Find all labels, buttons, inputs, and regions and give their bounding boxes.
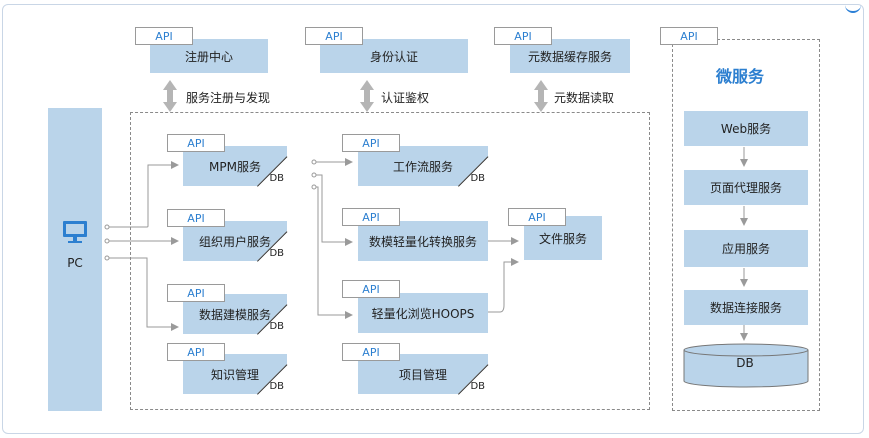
lightweight-api-tag: API [342, 208, 400, 226]
lightweight-box: 数模轻量化转换服务 [358, 221, 488, 261]
wire-hoops-file [488, 258, 519, 313]
double-arrow-identity [360, 80, 374, 112]
microservice-api-tag: API [660, 27, 718, 45]
metadata-cache-api-tag: API [494, 27, 552, 45]
knowledge-db-label: DB [269, 381, 284, 392]
services-container [130, 112, 650, 410]
web-service-label: Web服务 [720, 122, 772, 136]
db-corner [257, 156, 287, 186]
page-proxy-box: 页面代理服务 [684, 170, 808, 205]
mpm-label: MPM服务 [209, 159, 261, 174]
db-corner [257, 231, 287, 261]
diagram-frame [2, 4, 864, 434]
data-connection-label: 数据连接服务 [709, 301, 782, 315]
project-api-tag: API [342, 343, 400, 361]
project-box: 项目管理 DB [358, 354, 488, 394]
registry-label: 注册中心 [184, 49, 233, 64]
pc-column: PC [48, 108, 102, 411]
knowledge-label: 知识管理 [210, 367, 259, 382]
data-model-api-tag: API [167, 284, 225, 302]
database-cylinder-icon [683, 343, 809, 388]
file-label: 文件服务 [538, 231, 587, 246]
workflow-box: 工作流服务 DB [358, 146, 488, 186]
db-corner [257, 304, 287, 334]
file-api-tag: API [508, 208, 566, 226]
data-model-db-label: DB [269, 321, 284, 332]
hoops-box: 轻量化浏览HOOPS [358, 293, 488, 333]
project-db-label: DB [470, 381, 485, 392]
identity-connection-label: 认证鉴权 [381, 91, 430, 105]
web-service-box: Web服务 [684, 111, 808, 146]
metadata-cache-label: 元数据缓存服务 [527, 49, 612, 64]
mpm-db-label: DB [269, 173, 284, 184]
identity-box: 身份认证 [320, 39, 468, 73]
org-user-api-tag: API [167, 209, 225, 227]
db-corner [257, 364, 287, 394]
org-user-box: 组织用户服务 DB [183, 221, 287, 261]
data-connection-box: 数据连接服务 [684, 290, 808, 325]
project-label: 项目管理 [398, 367, 447, 382]
mpm-box: MPM服务 DB [183, 146, 287, 186]
hoops-api-tag: API [342, 280, 400, 298]
pc-label: PC [67, 256, 83, 270]
microservice-title: 微服务 [716, 67, 765, 86]
wire-pc-mpm [107, 161, 179, 228]
hoops-label: 轻量化浏览HOOPS [371, 306, 475, 321]
wire-pc-datamodel [107, 257, 179, 331]
microservice-container [672, 39, 820, 411]
org-user-label: 组织用户服务 [198, 234, 271, 249]
page-proxy-label: 页面代理服务 [709, 181, 782, 195]
identity-label: 身份认证 [369, 49, 418, 64]
monitor-icon [63, 221, 87, 243]
metadata-cache-box: 元数据缓存服务 [510, 39, 630, 73]
registry-api-tag: API [135, 27, 193, 45]
workflow-api-tag: API [342, 134, 400, 152]
data-model-label: 数据建模服务 [198, 307, 271, 322]
knowledge-api-tag: API [167, 343, 225, 361]
metadata-connection-label: 元数据读取 [554, 91, 615, 105]
lightweight-label: 数模轻量化转换服务 [368, 234, 477, 249]
org-user-db-label: DB [269, 248, 284, 259]
double-arrow-registry [163, 80, 177, 112]
corner-mark [845, 1, 861, 13]
app-service-label: 应用服务 [721, 242, 770, 256]
database-label: DB [736, 356, 754, 370]
app-service-box: 应用服务 [684, 230, 808, 267]
db-corner [458, 156, 488, 186]
mpm-api-tag: API [167, 134, 225, 152]
workflow-db-label: DB [470, 173, 485, 184]
db-corner [458, 364, 488, 394]
registry-connection-label: 服务注册与发现 [186, 91, 271, 105]
identity-api-tag: API [305, 27, 363, 45]
wire-mpm-lightweight [314, 174, 353, 246]
workflow-label: 工作流服务 [392, 159, 453, 174]
double-arrow-metadata [534, 80, 548, 112]
